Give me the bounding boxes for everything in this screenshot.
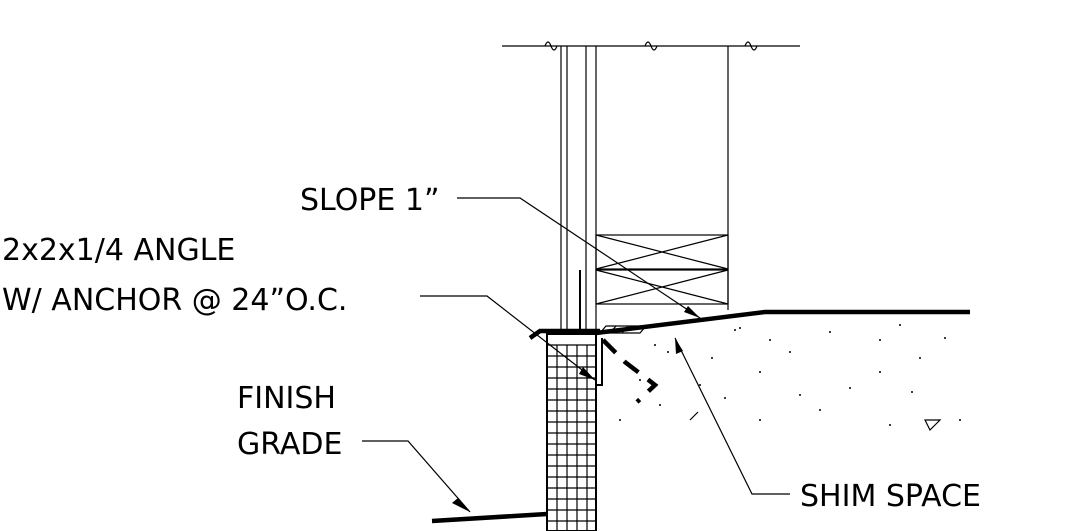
- finish-grade-leader: [362, 440, 471, 513]
- concrete-speck: [769, 339, 771, 341]
- finish-grade-line: [431, 511, 548, 524]
- break-symbol: [644, 41, 658, 51]
- masonry-foundation: [546, 333, 597, 531]
- top-break-line: [502, 41, 800, 51]
- concrete-speck: [911, 391, 913, 393]
- concrete-speck: [659, 404, 661, 406]
- concrete-speck: [759, 419, 761, 421]
- angle-label-line2: W/ ANCHOR @ 24”O.C.: [2, 283, 347, 318]
- angle-label-line1: 2x2x1/4 ANGLE: [2, 233, 235, 268]
- concrete-speck: [739, 327, 741, 329]
- blocking-members: [595, 234, 729, 305]
- finish-grade-label-line2: GRADE: [237, 427, 342, 462]
- concrete-speck: [699, 384, 701, 386]
- angle-leader: [420, 295, 596, 381]
- concrete-speck: [711, 357, 713, 359]
- joint-dashed-line: [601, 338, 659, 404]
- concrete-speck: [759, 371, 761, 373]
- concrete-speck: [919, 357, 921, 359]
- concrete-speck: [819, 409, 821, 411]
- concrete-speck: [654, 344, 656, 346]
- shim-space-label: SHIM SPACE: [800, 479, 981, 514]
- break-symbol: [544, 41, 558, 51]
- break-symbol: [744, 41, 758, 51]
- concrete-speck: [899, 324, 901, 326]
- concrete-speck: [889, 424, 891, 426]
- slope-label: SLOPE 1”: [300, 183, 440, 218]
- leader-lines: [362, 197, 790, 513]
- concrete-speck: [734, 329, 736, 331]
- steel-angle: [528, 328, 603, 386]
- concrete-slab: [595, 309, 970, 432]
- concrete-speck: [849, 387, 851, 389]
- concrete-speck: [639, 379, 641, 381]
- concrete-speck: [799, 394, 801, 396]
- concrete-speck: [829, 331, 831, 333]
- concrete-speck: [959, 419, 961, 421]
- concrete-speck: [879, 371, 881, 373]
- concrete-speck: [619, 419, 621, 421]
- concrete-speck: [944, 337, 946, 339]
- finish-grade-label-line1: FINISH: [237, 381, 336, 416]
- concrete-speck: [724, 397, 726, 399]
- aggregate-mark: [924, 419, 942, 432]
- concrete-speck: [879, 339, 881, 341]
- wall-framing: [560, 46, 729, 330]
- concrete-speck: [667, 351, 669, 353]
- slope-leader: [457, 197, 701, 319]
- concrete-speck: [789, 351, 791, 353]
- shim-leader: [674, 337, 790, 495]
